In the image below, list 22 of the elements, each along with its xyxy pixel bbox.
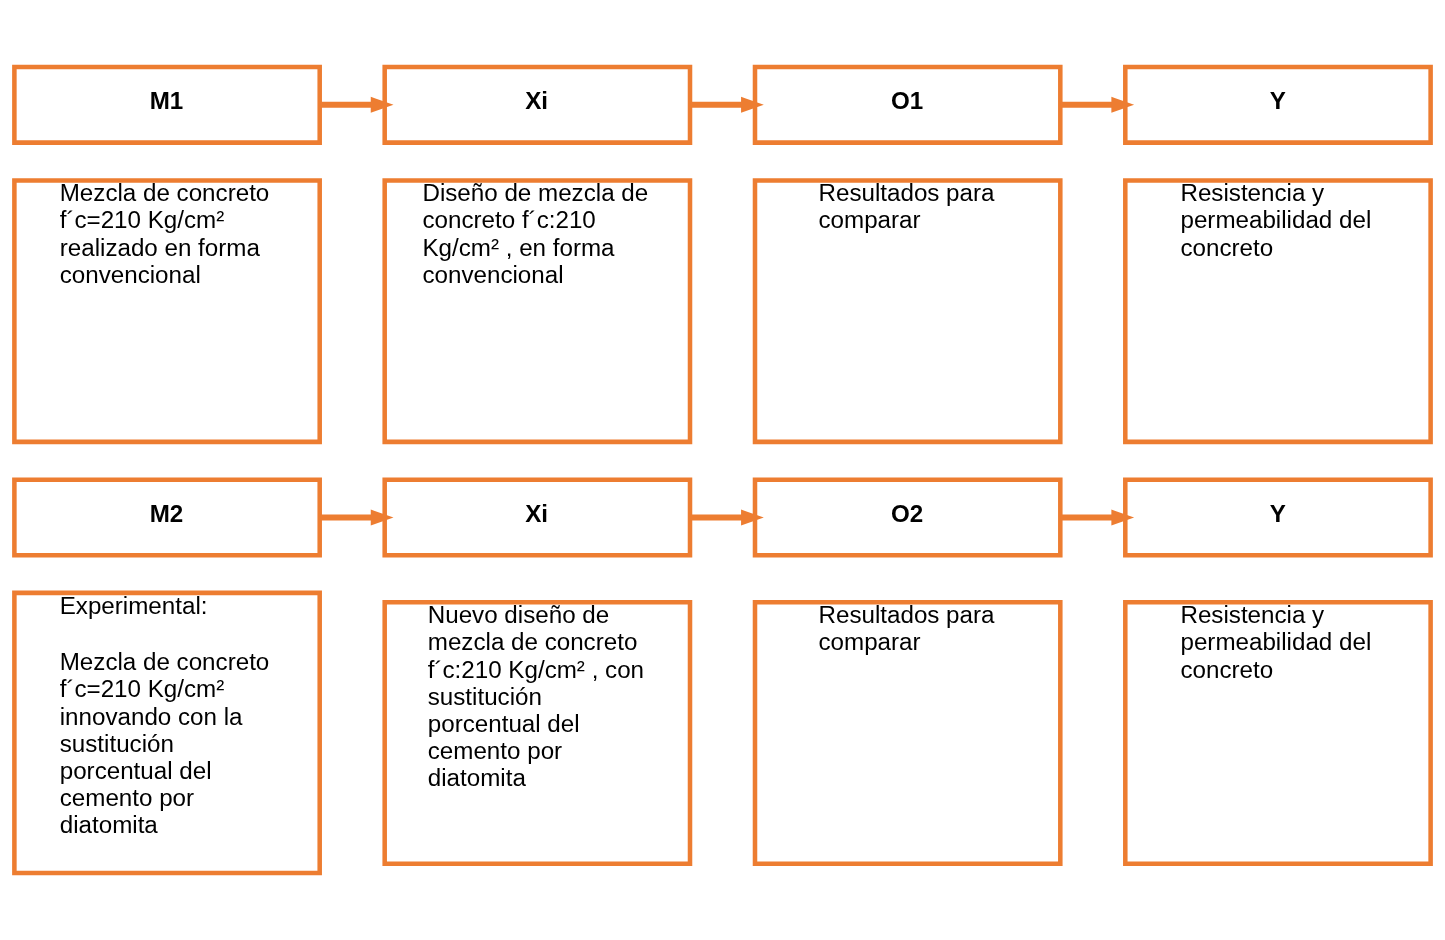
node-box: Experimental: Mezcla de concreto f´c=210 Kg/cm² innovando con la sustitución porcentual del cemento por diatomita [12, 590, 322, 876]
node-box: Resistencia y permeabilidad del concreto [1123, 178, 1433, 445]
arrow [320, 96, 394, 113]
arrow [690, 96, 764, 113]
node-box: Mezcla de concreto f´c=210 Kg/cm² realizado en forma convencional [12, 178, 322, 445]
node-box: O2 [752, 477, 1063, 558]
node-box: Nuevo diseño de mezcla de concreto f´c:210 Kg/cm² , con sustitución porcentual del cemento por diatomita [382, 600, 693, 866]
node-box: Xi [382, 477, 693, 558]
node-box: Resultados para comparar [752, 178, 1063, 445]
node-box: Resistencia y permeabilidad del concreto [1123, 600, 1433, 866]
arrow [320, 509, 394, 526]
node-box: M2 [12, 477, 322, 558]
node-box: Resultados para comparar [752, 600, 1063, 866]
node-box: M1 [12, 64, 322, 145]
node-box: Y [1123, 477, 1433, 558]
node-box: Diseño de mezcla de concreto f´c:210 Kg/cm² , en forma convencional [382, 178, 693, 445]
node-box: O1 [752, 64, 1063, 145]
node-box: Y [1123, 64, 1433, 145]
arrow [1061, 509, 1135, 526]
arrow [1061, 96, 1135, 113]
node-box: Xi [382, 64, 693, 145]
arrow [690, 509, 764, 526]
